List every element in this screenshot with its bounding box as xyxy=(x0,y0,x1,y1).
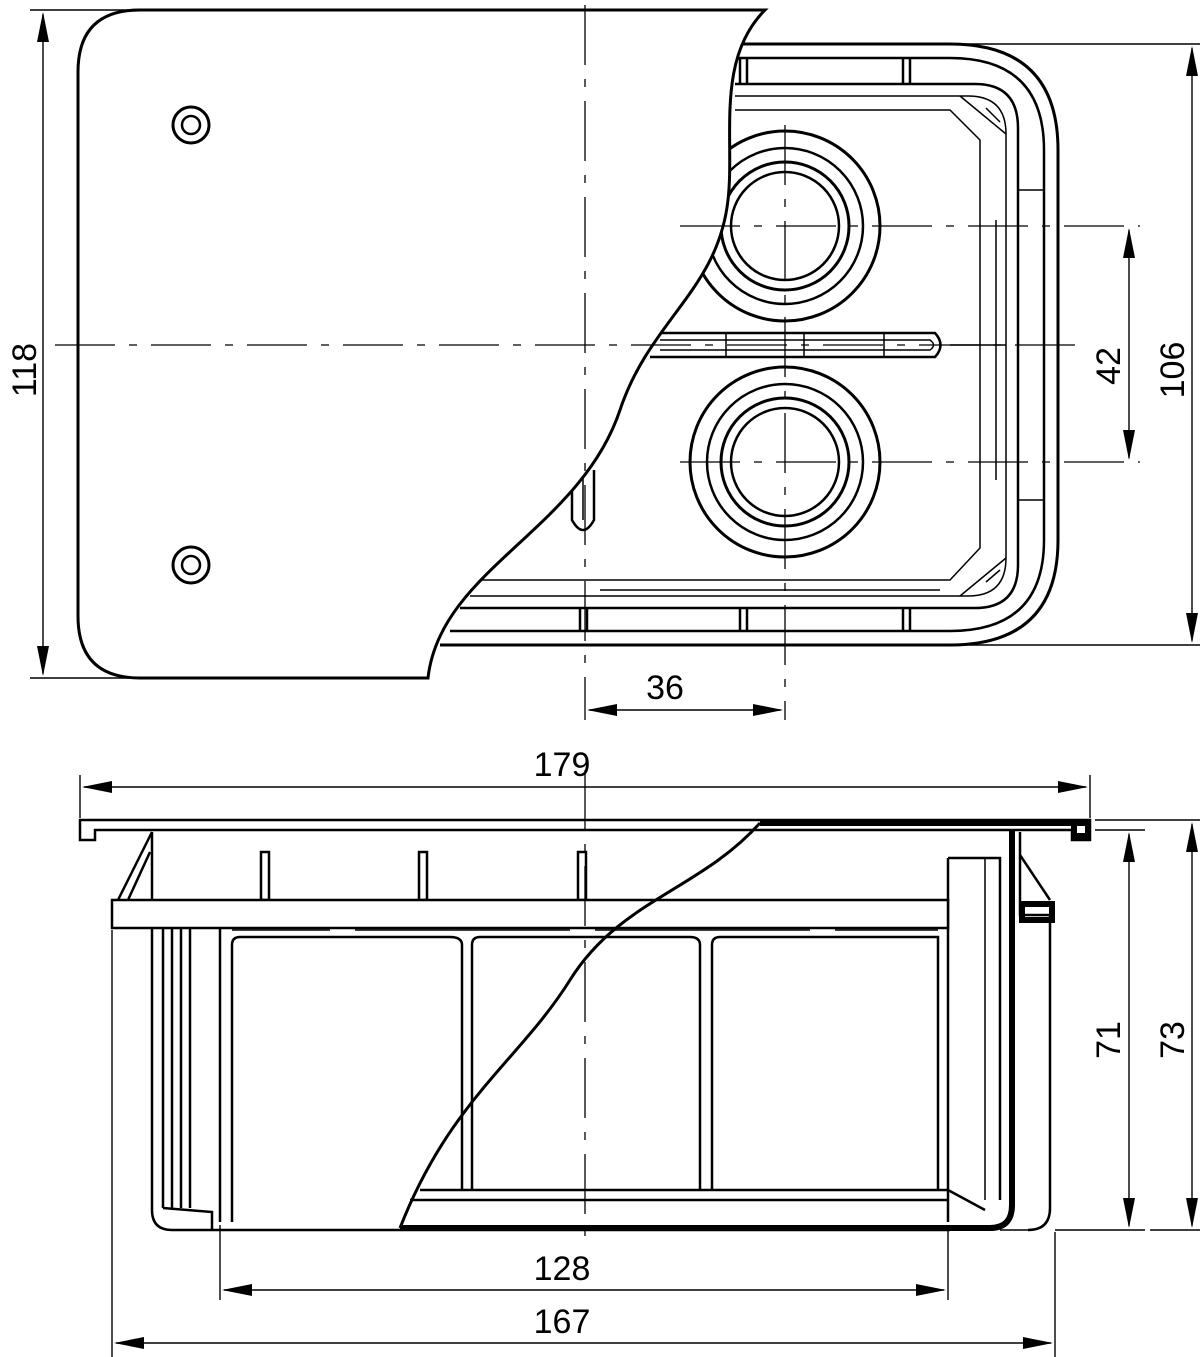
top-view: 118 106 42 36 xyxy=(6,5,1200,720)
label-118: 118 xyxy=(6,343,44,397)
box-rim xyxy=(110,898,950,930)
cutaway-line xyxy=(398,821,762,1229)
label-167: 167 xyxy=(534,1303,591,1341)
label-128: 128 xyxy=(534,1250,591,1288)
label-42: 42 xyxy=(1090,347,1128,385)
label-36: 36 xyxy=(646,669,684,707)
cover-side xyxy=(78,818,1092,842)
dimension-box-depth: 71 xyxy=(1055,829,1145,1231)
dimension-overall-depth: 73 xyxy=(1095,819,1200,1231)
box-interior-left xyxy=(116,831,950,1232)
label-106: 106 xyxy=(1154,342,1192,399)
dimension-inlet-spacing: 42 xyxy=(1090,228,1135,460)
screw-lower xyxy=(171,545,211,585)
dimension-box-width: 106 xyxy=(950,43,1200,646)
label-73: 73 xyxy=(1154,1021,1192,1059)
dimension-inlet-offset: 36 xyxy=(587,669,783,716)
dimension-cover-height: 118 xyxy=(6,9,140,679)
label-179: 179 xyxy=(534,746,591,784)
dimension-bottom-inner: 128 xyxy=(219,1225,949,1300)
side-view: 179 71 73 128 xyxy=(78,746,1200,1357)
cover-plate xyxy=(76,8,769,680)
dimension-overall-length: 179 xyxy=(79,746,1091,818)
dimension-bottom-outer: 167 xyxy=(111,930,1056,1357)
label-71: 71 xyxy=(1090,1021,1128,1059)
box-interior-right xyxy=(400,830,1055,1232)
screw-upper xyxy=(171,105,211,145)
